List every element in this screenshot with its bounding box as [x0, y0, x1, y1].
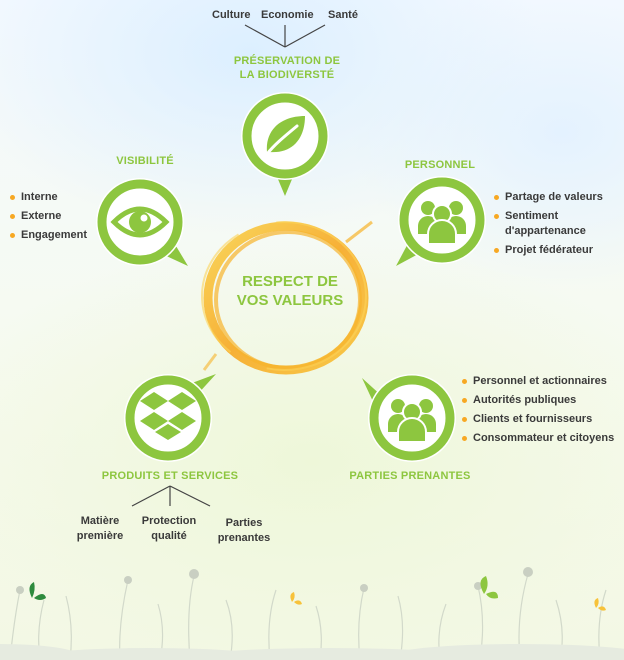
node-title-biodiversite: PRÉSERVATION DE LA BIODIVERSTÉ [233, 55, 341, 81]
list-item: Autorités publiques [462, 393, 622, 408]
list-item: Clients et fournisseurs [462, 412, 622, 427]
node-produits [118, 368, 228, 468]
branch-word-economie: Economie [261, 9, 314, 21]
node-visibilite [92, 174, 202, 274]
list-item: Engagement [10, 228, 87, 243]
people-group-icon [362, 374, 456, 462]
leaf-icon [241, 92, 329, 196]
branch-word-culture: Culture [212, 9, 251, 21]
list-item: Partage de valeurs [494, 190, 619, 205]
produits-branch-connector [131, 485, 211, 507]
list-item: d'appartenance [505, 225, 586, 237]
center-brush-ring [201, 220, 373, 375]
branch-word-sante: Santé [328, 9, 358, 21]
produits-sub-protection: Protection qualité [141, 515, 197, 542]
node-personnel [382, 172, 492, 272]
list-item: Sentiment [494, 209, 619, 224]
node-title-parties: PARTIES PRENANTES [349, 470, 471, 482]
node-title-visibilite: VISIBILITÉ [116, 155, 174, 167]
list-item: Consommateur et citoyens [462, 431, 622, 446]
produits-sub-parties: Parties prenantes [217, 517, 271, 544]
list-item: Interne [10, 190, 87, 205]
node-biodiversite [237, 90, 333, 200]
people-group-icon [396, 176, 486, 266]
dropbox-icon [124, 374, 216, 462]
parties-bullet-list: Personnel et actionnaires Autorités publ… [462, 374, 622, 450]
top-branch-connector [244, 24, 326, 48]
list-item: Projet fédérateur [494, 243, 619, 258]
personnel-bullet-list: Partage de valeurs Sentiment d'appartena… [494, 190, 619, 262]
node-parties-prenantes [354, 368, 464, 468]
visibilite-bullet-list: Interne Externe Engagement [10, 190, 87, 247]
node-title-personnel: PERSONNEL [404, 159, 476, 171]
list-item: Externe [10, 209, 87, 224]
list-item: Personnel et actionnaires [462, 374, 622, 389]
meadow-decoration [0, 567, 624, 660]
node-title-produits: PRODUITS ET SERVICES [101, 470, 239, 482]
eye-icon [96, 178, 188, 266]
produits-sub-matiere: Matière première [76, 515, 124, 542]
center-title: RESPECT DE VOS VALEURS [236, 273, 344, 309]
